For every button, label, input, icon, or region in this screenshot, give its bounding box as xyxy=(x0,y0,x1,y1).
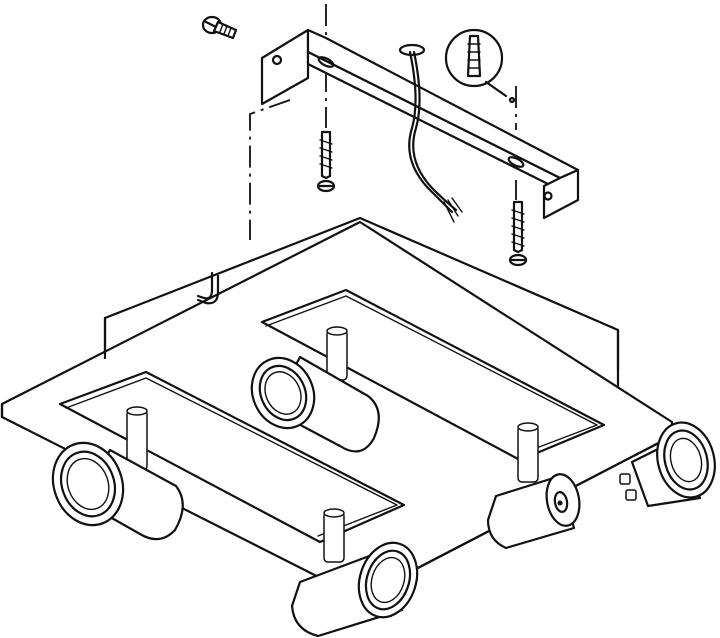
spotlight-icon xyxy=(290,508,419,638)
wall-plug-icon xyxy=(444,28,516,104)
wall-screw-icon xyxy=(316,130,336,193)
power-cable-icon xyxy=(398,43,463,223)
spotlight-icon xyxy=(486,422,581,550)
bracket-screw-icon xyxy=(201,15,238,40)
alignment-lines xyxy=(249,4,517,240)
spotlight-icon xyxy=(51,406,184,541)
wall-screw-icon xyxy=(508,200,528,267)
mounting-bracket-icon xyxy=(260,28,580,220)
gu10-bulb-icon xyxy=(619,421,716,508)
spotlight-icon xyxy=(250,326,380,453)
